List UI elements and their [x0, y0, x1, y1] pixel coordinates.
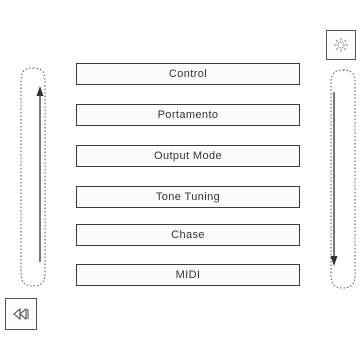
scroll-down-arrow-icon — [330, 69, 356, 289]
menu-item-output-mode[interactable]: Output Mode — [76, 145, 300, 167]
menu-item-label: Chase — [171, 229, 205, 241]
settings-button[interactable] — [326, 30, 356, 60]
settings-sun-icon — [334, 38, 348, 52]
menu-item-control[interactable]: Control — [76, 63, 300, 85]
menu-item-label: MIDI — [175, 269, 201, 281]
menu-item-portamento[interactable]: Portamento — [76, 104, 300, 126]
rewind-button[interactable] — [5, 298, 37, 330]
scroll-up-track[interactable] — [18, 66, 48, 288]
menu-item-label: Control — [168, 68, 208, 80]
menu-item-label: Output Mode — [154, 150, 222, 162]
scroll-down-track[interactable] — [328, 68, 358, 290]
menu-item-label: Portamento — [157, 109, 219, 121]
menu-item-tone-tuning[interactable]: Tone Tuning — [76, 186, 300, 208]
menu-item-chase[interactable]: Chase — [76, 224, 300, 246]
rewind-icon — [13, 308, 29, 320]
menu-item-midi[interactable]: MIDI — [76, 264, 300, 286]
menu-item-label: Tone Tuning — [155, 191, 221, 203]
scroll-up-arrow-icon — [20, 67, 46, 287]
